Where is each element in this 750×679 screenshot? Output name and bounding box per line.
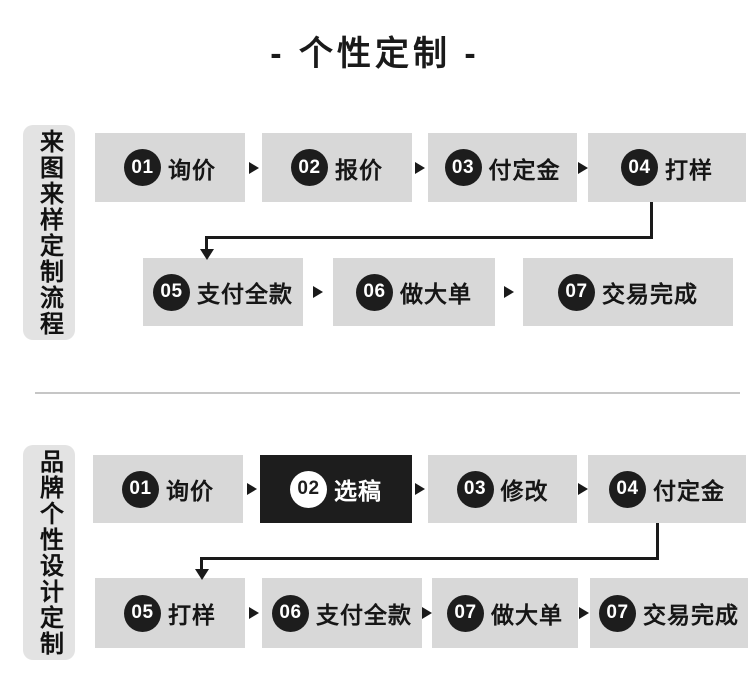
step-number-badge: 01 — [124, 149, 161, 186]
step-number-badge: 04 — [609, 470, 646, 508]
step-label: 打样 — [665, 156, 713, 183]
step-label: 选稿 — [334, 478, 382, 504]
page-title: - 个性定制 - — [270, 35, 480, 73]
connector-drop-line — [205, 236, 208, 249]
step-label: 做大单 — [491, 602, 563, 628]
connector-drop-line — [200, 557, 203, 569]
step-box: 06 做大单 — [333, 258, 495, 326]
right-arrow-icon — [415, 483, 425, 495]
right-arrow-icon — [246, 483, 257, 495]
right-arrow-icon — [422, 607, 432, 619]
step-label: 付定金 — [653, 478, 725, 504]
step-number-badge: 03 — [444, 149, 482, 186]
connector-vertical-line — [656, 523, 659, 560]
section-side-label: 品牌个性设计定制 — [23, 445, 75, 660]
step-label: 支付全款 — [316, 602, 412, 628]
step-number-badge: 02 — [290, 470, 327, 508]
step-number-badge: 07 — [447, 594, 484, 632]
right-arrow-icon — [248, 161, 259, 174]
step-number-badge: 05 — [153, 273, 190, 311]
step-label: 询价 — [166, 478, 214, 504]
right-arrow-icon — [415, 161, 425, 174]
step-number-badge: 01 — [122, 470, 159, 508]
right-arrow-icon — [579, 607, 589, 619]
step-label: 交易完成 — [643, 602, 739, 628]
section-side-label: 来图来样定制流程 — [23, 125, 75, 340]
step-number-badge: 03 — [456, 470, 494, 508]
step-number-badge: 06 — [356, 273, 393, 311]
step-label: 修改 — [500, 478, 549, 504]
step-label: 付定金 — [488, 156, 561, 183]
step-number-badge: 06 — [272, 594, 309, 632]
step-number-badge: 04 — [621, 149, 658, 186]
connector-horizontal-line — [205, 236, 653, 239]
down-arrow-icon — [199, 249, 214, 260]
step-box: 05 支付全款 — [143, 258, 303, 326]
step-box: 02 选稿 — [260, 455, 412, 523]
step-box: 07 做大单 — [432, 578, 578, 648]
section-divider — [35, 392, 740, 394]
step-label: 支付全款 — [197, 281, 293, 307]
connector-vertical-line — [650, 202, 653, 239]
step-number-badge: 07 — [558, 273, 595, 311]
step-box: 07 交易完成 — [523, 258, 733, 326]
step-number-badge: 07 — [599, 594, 636, 632]
right-arrow-icon — [313, 286, 323, 298]
right-arrow-icon — [577, 483, 588, 495]
right-arrow-icon — [577, 161, 588, 174]
step-box: 01 询价 — [93, 455, 243, 523]
step-number-badge: 02 — [291, 149, 328, 186]
step-box: 01 询价 — [95, 133, 245, 202]
down-arrow-icon — [194, 569, 209, 580]
step-box: 04 付定金 — [588, 455, 746, 523]
step-box: 07 交易完成 — [590, 578, 748, 648]
right-arrow-icon — [504, 286, 514, 298]
step-box: 02 报价 — [262, 133, 412, 202]
step-label: 询价 — [168, 156, 216, 183]
step-label: 做大单 — [400, 281, 472, 307]
step-box: 06 支付全款 — [262, 578, 422, 648]
step-box: 04 打样 — [588, 133, 746, 202]
right-arrow-icon — [248, 607, 259, 619]
step-label: 报价 — [335, 156, 383, 183]
step-label: 打样 — [168, 602, 216, 628]
step-box: 05 打样 — [95, 578, 245, 648]
step-label: 交易完成 — [602, 281, 698, 307]
step-number-badge: 05 — [124, 594, 161, 632]
connector-horizontal-line — [200, 557, 659, 560]
